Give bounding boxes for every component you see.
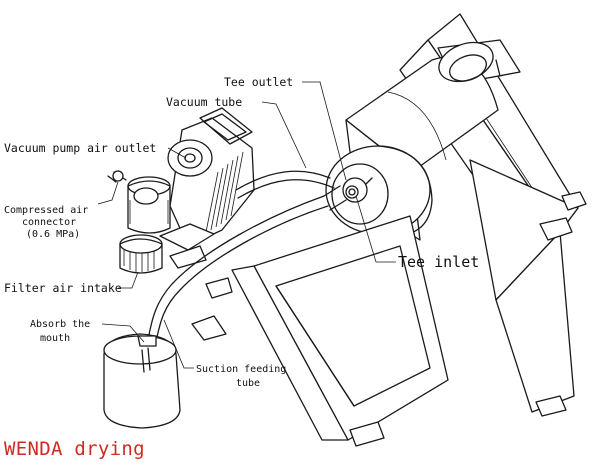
vacuum-tube — [235, 170, 335, 199]
label-suction-feeding-2: tube — [236, 378, 260, 389]
label-tee-outlet: Tee outlet — [224, 75, 293, 89]
tee-fitting — [323, 177, 373, 211]
label-vacuum-tube: Vacuum tube — [166, 95, 242, 109]
label-absorb-mouth-1: Absorb the — [30, 319, 90, 330]
brand-caption: WENDA drying — [4, 438, 145, 460]
label-filter-air-intake: Filter air intake — [4, 281, 122, 295]
label-suction-feeding-1: Suction feeding — [196, 364, 286, 375]
suction-feeding-tube — [147, 195, 329, 343]
material-container — [103, 333, 181, 429]
label-compressed-air-1: Compressed air — [4, 205, 88, 216]
dryer-assembly — [191, 13, 587, 447]
label-tee-inlet: Tee inlet — [398, 253, 479, 271]
callout-labels: Tee outlet Vacuum tube Vacuum pump air o… — [4, 75, 479, 389]
label-vacuum-pump-air-outlet: Vacuum pump air outlet — [4, 141, 156, 155]
leader-lines — [97, 81, 396, 369]
label-absorb-mouth-2: mouth — [40, 333, 70, 344]
label-compressed-air-3: (0.6 MPa) — [26, 229, 80, 240]
label-compressed-air-2: connector — [22, 217, 76, 228]
